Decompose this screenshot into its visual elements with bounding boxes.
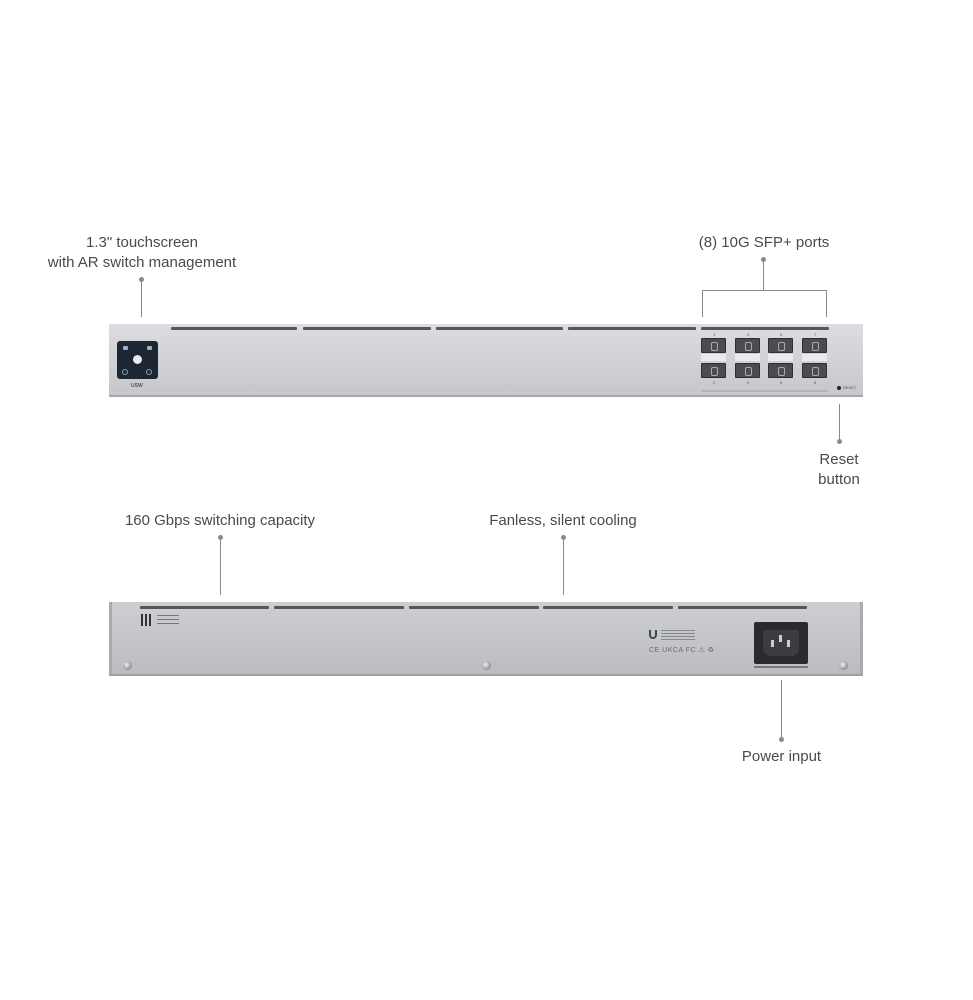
screw-icon (482, 661, 491, 670)
switch-front-panel: USW 1 3 5 7 2 4 6 8 RESET (109, 324, 863, 397)
sfp-port-7[interactable] (802, 338, 827, 353)
touchscreen-label-line1: 1.3" touchscreen (85, 234, 199, 251)
power-rating-icon (754, 666, 808, 668)
port-number: 4 (747, 380, 750, 385)
screen-right-dial-icon (146, 369, 152, 375)
rear-right-edge (860, 602, 863, 674)
cooling-callout-line (563, 537, 564, 595)
power-callout-dot (779, 737, 784, 742)
front-model-text: USW (131, 383, 143, 389)
brand-logo-icon (649, 630, 657, 639)
reset-callout-dot (837, 439, 842, 444)
reset-label-line2: button (818, 471, 860, 488)
touchscreen-label: 1.3" touchscreen with AR switch manageme… (40, 233, 244, 273)
touchscreen-callout-line (141, 279, 142, 317)
switching-capacity-label: 160 Gbps switching capacity (124, 512, 316, 529)
reset-text: RESET (843, 385, 857, 390)
front-vent (171, 327, 297, 330)
product-info-icon (661, 630, 695, 642)
touchscreen-label-line2: with AR switch management (47, 254, 237, 271)
power-callout-line (781, 680, 782, 738)
screen-center-knob-icon (133, 355, 142, 364)
rear-vent (140, 606, 269, 609)
sfp-bracket-left (702, 290, 703, 317)
certification-marks: CE UKCA FC ⚠ ♻ (649, 647, 715, 654)
rear-left-edge (109, 602, 112, 674)
qr-code-icon (141, 614, 153, 626)
serial-label-icon (157, 615, 179, 625)
port-number: 1 (713, 332, 716, 337)
sfp-ports-label: (8) 10G SFP+ ports (698, 234, 830, 251)
touchscreen-display[interactable] (117, 341, 158, 379)
rear-vent (678, 606, 807, 609)
reset-button[interactable] (837, 386, 841, 390)
port-led-bar (802, 354, 827, 361)
port-led-bar (768, 354, 793, 361)
screw-icon (839, 661, 848, 670)
sfp-callout-line (763, 259, 764, 290)
sfp-port-1[interactable] (701, 338, 726, 353)
screen-lock-icon (147, 346, 152, 350)
reset-label-line1: Reset (819, 451, 859, 468)
power-pin (779, 635, 782, 642)
sfp-bracket-right (826, 290, 827, 317)
power-pin (771, 640, 774, 647)
power-inlet[interactable] (754, 622, 808, 664)
port-status-bar (701, 390, 828, 392)
power-socket-icon (763, 630, 799, 656)
screw-icon (123, 661, 132, 670)
sfp-port-6[interactable] (768, 363, 793, 378)
rear-vent (409, 606, 539, 609)
sfp-bracket-horizontal (702, 290, 826, 291)
port-number: 8 (814, 380, 817, 385)
front-vent (568, 327, 696, 330)
screen-left-dial-icon (122, 369, 128, 375)
port-number: 7 (814, 332, 817, 337)
reset-label: Reset button (800, 450, 878, 490)
port-number: 5 (780, 332, 783, 337)
port-number: 6 (780, 380, 783, 385)
front-vent (436, 327, 563, 330)
rear-vent (274, 606, 404, 609)
port-led-bar (735, 354, 760, 361)
front-vent (701, 327, 829, 330)
power-input-label: Power input (741, 748, 822, 765)
cooling-label: Fanless, silent cooling (489, 512, 637, 529)
sfp-port-5[interactable] (768, 338, 793, 353)
front-vent (303, 327, 431, 330)
sfp-port-4[interactable] (735, 363, 760, 378)
switch-rear-panel: CE UKCA FC ⚠ ♻ (109, 602, 863, 676)
power-pin (787, 640, 790, 647)
port-number: 3 (747, 332, 750, 337)
rear-vent (543, 606, 673, 609)
reset-callout-line (839, 404, 840, 440)
sfp-port-3[interactable] (735, 338, 760, 353)
sfp-port-8[interactable] (802, 363, 827, 378)
port-led-bar (701, 354, 726, 361)
sfp-port-2[interactable] (701, 363, 726, 378)
capacity-callout-line (220, 537, 221, 595)
screen-network-icon (123, 346, 128, 350)
port-number: 2 (713, 380, 716, 385)
